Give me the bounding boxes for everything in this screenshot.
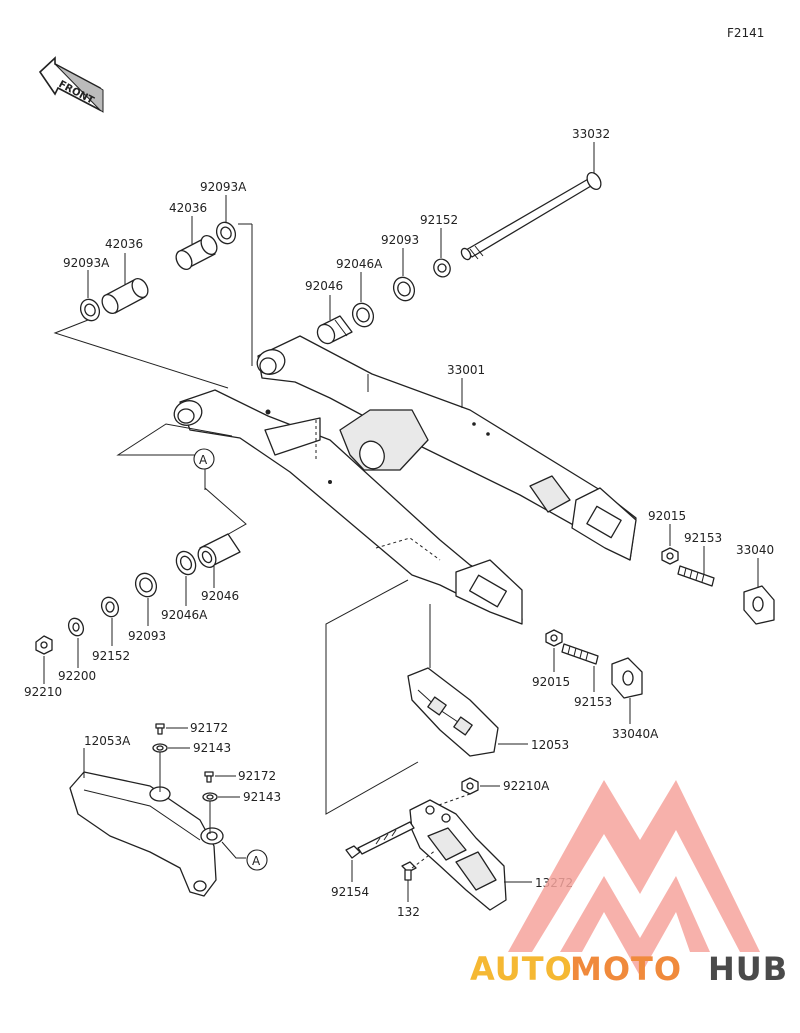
- label-42036-left: 42036: [105, 237, 143, 251]
- callout-a-bottom: A: [252, 854, 261, 868]
- chain-guide-13272: [409, 799, 507, 911]
- label-33040a: 33040A: [612, 727, 659, 741]
- seal-92093-top: [392, 276, 416, 302]
- seal-92093a-top: [215, 221, 237, 245]
- label-92172-b: 92172: [238, 769, 276, 783]
- label-33032: 33032: [572, 127, 610, 141]
- washer-92200: [67, 617, 85, 637]
- chain-slider-12053: [407, 667, 499, 757]
- label-92152-bottom: 92152: [92, 649, 130, 663]
- watermark-logo: [508, 780, 760, 976]
- swingarm-33001: [173, 335, 637, 625]
- label-92154: 92154: [331, 885, 369, 899]
- label-92200: 92200: [58, 669, 96, 683]
- label-92153-right: 92153: [684, 531, 722, 545]
- label-33040: 33040: [736, 543, 774, 557]
- seal-92093a-left: [79, 298, 101, 322]
- washer-92143-a: [152, 743, 168, 753]
- bolt-92154: [345, 821, 415, 859]
- label-12053: 12053: [531, 738, 569, 752]
- nut-92210: [35, 635, 53, 655]
- seal-92093-bottom: [134, 572, 158, 598]
- label-92046-bottom: 92046: [201, 589, 239, 603]
- label-92015-mid: 92015: [532, 675, 570, 689]
- watermark-moto: MOTO: [570, 950, 682, 988]
- label-92046-top: 92046: [305, 279, 343, 293]
- washer-92143-b: [202, 792, 218, 802]
- screw-92172-a: [155, 723, 165, 735]
- label-92093-top: 92093: [381, 233, 419, 247]
- adjuster-33040a: [611, 657, 643, 699]
- label-42036-top: 42036: [169, 201, 207, 215]
- label-12053a: 12053A: [84, 734, 131, 748]
- label-92210: 92210: [24, 685, 62, 699]
- figure-code: F2141: [727, 26, 764, 40]
- nut-92210a: [461, 777, 479, 795]
- collar-42036-top: [175, 235, 218, 270]
- callout-a-marker-bottom: [246, 849, 268, 871]
- bolt-92153-mid: [561, 643, 599, 665]
- washer-92152-bottom: [100, 596, 120, 618]
- screw-132: [401, 861, 417, 881]
- callout-a-top: A: [199, 453, 208, 467]
- front-arrow-icon: FRONT: [38, 56, 104, 113]
- bearing-92046-bottom: [197, 533, 241, 568]
- watermark-auto: AUTO: [470, 950, 573, 988]
- label-92093-bottom: 92093: [128, 629, 166, 643]
- label-92046a-top: 92046A: [336, 257, 383, 271]
- seal-92046a-top: [351, 302, 375, 328]
- label-92172-a: 92172: [190, 721, 228, 735]
- label-92210a: 92210A: [503, 779, 550, 793]
- label-92093a-left: 92093A: [63, 256, 110, 270]
- callout-a-marker-top: [193, 448, 215, 470]
- label-92015-right: 92015: [648, 509, 686, 523]
- nut-92015-right: [661, 547, 679, 565]
- label-92152-top: 92152: [420, 213, 458, 227]
- adjuster-33040: [743, 585, 775, 625]
- label-92093a-top: 92093A: [200, 180, 247, 194]
- label-92143-b: 92143: [243, 790, 281, 804]
- bolt-92153-right: [677, 565, 715, 587]
- watermark-hub: HUB: [708, 950, 788, 988]
- label-132: 132: [397, 905, 420, 919]
- label-92153-mid: 92153: [574, 695, 612, 709]
- screw-92172-b: [204, 771, 214, 783]
- label-92143-a: 92143: [193, 741, 231, 755]
- label-33001: 33001: [447, 363, 485, 377]
- label-92046a-bottom: 92046A: [161, 608, 208, 622]
- bearing-92046-top: [316, 315, 353, 345]
- nut-92015-mid: [545, 629, 563, 647]
- seal-92046a-bottom: [175, 550, 197, 576]
- watermark-text: AUTO MOTO HUB: [470, 950, 788, 988]
- pivot-shaft-33032: [460, 171, 602, 261]
- chain-slider-12053a: [69, 771, 224, 897]
- collar-42036-left: [101, 278, 149, 314]
- washer-92152-top: [433, 258, 451, 278]
